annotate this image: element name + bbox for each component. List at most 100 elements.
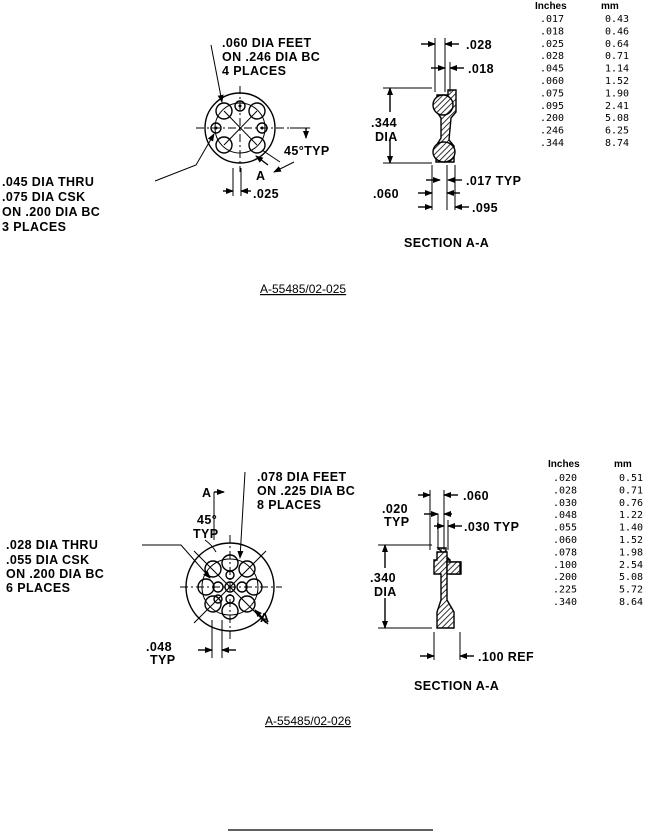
feet-note-line-2: ON .225 DIA BC: [257, 484, 355, 498]
dim-025: .025: [253, 187, 279, 201]
foot-hole: [215, 102, 233, 120]
conversion-table-2: Inches mm .020 0.51 .028 0.71 .030 0.76 .048 1.…: [548, 459, 643, 608]
conv-inches-value: .340: [553, 597, 577, 608]
dia-word: DIA: [375, 130, 398, 144]
conv-mm-value: 8.64: [619, 597, 643, 608]
conv-header-mm: mm: [601, 1, 619, 12]
conv-mm-value: 2.54: [619, 560, 643, 571]
conv-inches-value: .017: [540, 14, 564, 25]
dim-060: .060: [373, 187, 399, 201]
conv-inches-value: .075: [540, 88, 564, 99]
feet-note-line-2: ON .246 DIA BC: [222, 50, 320, 64]
dim-020-typ: TYP: [384, 515, 410, 529]
conv-mm-value: 5.72: [619, 585, 643, 596]
conv-mm-value: 0.71: [619, 485, 643, 496]
conv-mm-value: 0.43: [605, 14, 629, 25]
conversion-table-1: Inches mm .017 0.43 .018 0.46 .025 0.64 .028 0.…: [535, 1, 629, 149]
dim-048: .048: [146, 640, 172, 654]
conv-mm-value: 1.52: [605, 76, 629, 87]
feet-note-line-3: 8 PLACES: [257, 498, 321, 512]
conv-header-inches: Inches: [535, 1, 567, 12]
conv-inches-value: .028: [540, 51, 564, 62]
caption-1: A-55485/02-025: [260, 282, 346, 296]
conv-mm-value: 5.08: [605, 113, 629, 124]
dia-word: DIA: [374, 585, 397, 599]
foot-hole: [248, 102, 266, 120]
dim-028: .028: [466, 38, 492, 52]
holes-note-line-1: .028 DIA THRU: [6, 538, 98, 552]
conv-inches-value: .246: [540, 126, 564, 137]
conv-header-mm: mm: [614, 459, 632, 470]
dim-017: .017 TYP: [466, 174, 521, 188]
conv-mm-value: 2.41: [605, 101, 629, 112]
holes-note-line-3: ON .200 DIA BC: [2, 205, 100, 219]
conv-mm-value: 8.74: [605, 138, 629, 149]
angle-label-1: 45°: [197, 513, 217, 527]
foot-hole: [248, 136, 266, 154]
section-view-1: [383, 38, 469, 210]
conv-mm-value: 1.14: [605, 64, 629, 75]
conv-mm-value: 0.46: [605, 26, 629, 37]
section-body: [433, 551, 455, 629]
conv-inches-value: .055: [553, 523, 577, 534]
feet-note-line-3: 4 PLACES: [222, 64, 286, 78]
conv-mm-value: 0.71: [605, 51, 629, 62]
feet-note-line-1: .060 DIA FEET: [222, 36, 311, 50]
dim-048-typ: TYP: [150, 653, 176, 667]
section-arrow-letter-2: A: [260, 611, 269, 625]
holes-note-line-4: 6 PLACES: [6, 581, 70, 595]
holes-note-line-3: ON .200 DIA BC: [6, 567, 104, 581]
section-arrow-letter: A: [256, 169, 265, 183]
angle-label-2: TYP: [193, 527, 219, 541]
dim-018: .018: [468, 62, 494, 76]
conv-mm-value: 1.22: [619, 510, 643, 521]
conv-inches-value: .060: [553, 535, 577, 546]
conv-mm-value: 1.98: [619, 547, 643, 558]
section-view-2: [378, 490, 474, 660]
conv-inches-value: .025: [540, 39, 564, 50]
holes-note-line-2: .055 DIA CSK: [6, 553, 90, 567]
dim-100: .100 REF: [478, 650, 534, 664]
dim-020: .020: [382, 502, 408, 516]
conv-inches-value: .048: [553, 510, 577, 521]
conv-mm-value: 5.08: [619, 572, 643, 583]
foot-hole: [215, 136, 233, 154]
conv-inches-value: .078: [553, 547, 577, 558]
feet-note-line-1: .078 DIA FEET: [257, 470, 346, 484]
conv-mm-value: 1.90: [605, 88, 629, 99]
thru-hole: [210, 122, 222, 134]
section-title-2: SECTION A-A: [414, 679, 499, 693]
caption-2: A-55485/02-026: [265, 714, 351, 728]
conv-inches-value: .095: [540, 101, 564, 112]
conv-inches-value: .060: [540, 76, 564, 87]
conv-header-inches: Inches: [548, 459, 580, 470]
conv-inches-value: .100: [553, 560, 577, 571]
conv-mm-value: 1.52: [619, 535, 643, 546]
dim-060: .060: [463, 489, 489, 503]
conv-inches-value: .200: [553, 572, 577, 583]
holes-note-line-1: .045 DIA THRU: [2, 175, 94, 189]
conv-mm-value: 0.51: [619, 473, 643, 484]
thru-hole: [234, 100, 246, 112]
conv-mm-value: 6.25: [605, 126, 629, 137]
angle-label: 45°TYP: [284, 144, 330, 158]
dia-value: .340: [370, 571, 396, 585]
dim-095: .095: [472, 201, 498, 215]
holes-note-line-2: .075 DIA CSK: [2, 190, 86, 204]
dim-030: .030 TYP: [464, 520, 519, 534]
conv-mm-value: 1.40: [619, 523, 643, 534]
conv-inches-value: .028: [553, 485, 577, 496]
conv-mm-value: 0.64: [605, 39, 629, 50]
conv-inches-value: .018: [540, 26, 564, 37]
figure-2: Inches mm .020 0.51 .028 0.71 .030 0.76 .048 1.…: [6, 459, 643, 728]
section-arrow-letter: A: [202, 486, 211, 500]
figure-1: Inches mm .017 0.43 .018 0.46 .025 0.64 .028 0.…: [2, 1, 629, 296]
conv-inches-value: .030: [553, 498, 577, 509]
conv-inches-value: .045: [540, 64, 564, 75]
conv-inches-value: .225: [553, 585, 577, 596]
conv-inches-value: .200: [540, 113, 564, 124]
conv-inches-value: .020: [553, 473, 577, 484]
conv-mm-value: 0.76: [619, 498, 643, 509]
plan-view-2: [142, 471, 282, 658]
